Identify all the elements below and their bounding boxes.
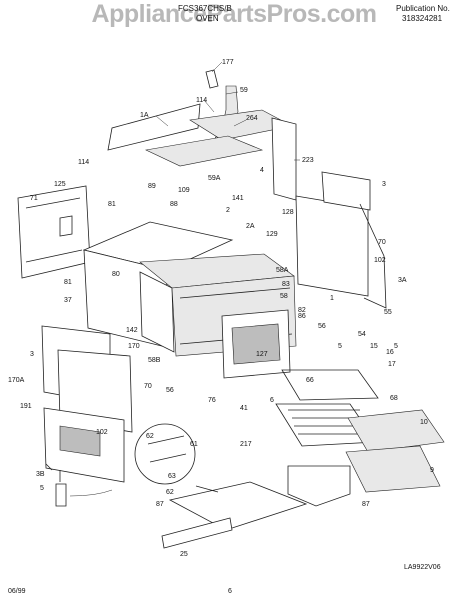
leveler-detail [45, 463, 113, 507]
callout-191: 191 [20, 403, 32, 410]
callout-55: 55 [384, 309, 392, 316]
callout-5-right: 5 [394, 343, 398, 350]
callout-5-mid: 5 [338, 343, 342, 350]
callout-128: 128 [282, 209, 294, 216]
callout-3B: 3B [36, 471, 45, 478]
callout-61: 61 [190, 441, 198, 448]
callout-9: 9 [430, 467, 434, 474]
callout-170A: 170A [8, 377, 25, 384]
callout-80: 80 [112, 271, 120, 278]
callout-89: 89 [148, 183, 156, 190]
top-panels [107, 103, 297, 201]
callout-86-upper: 86 [298, 313, 306, 320]
callout-114: 114 [196, 97, 207, 104]
callout-56-right: 56 [318, 323, 326, 330]
front-panels [41, 325, 133, 483]
footer-diagram-code: LA9922V06 [404, 564, 441, 571]
callout-58B: 58B [148, 357, 161, 364]
callout-15: 15 [370, 343, 378, 350]
callout-142: 142 [126, 327, 138, 334]
callout-41: 41 [240, 405, 248, 412]
publication-label: Publication No. [396, 4, 450, 13]
callout-59: 59 [240, 87, 248, 94]
callout-264: 264 [246, 115, 258, 122]
callout-223: 223 [302, 157, 314, 164]
callout-177: 177 [222, 59, 234, 66]
callout-170: 170 [128, 343, 140, 350]
callout-58: 58 [280, 293, 288, 300]
callout-16: 16 [386, 349, 394, 356]
callout-2: 2 [226, 207, 230, 214]
callout-129: 129 [266, 231, 278, 238]
callout-62: 62 [166, 489, 174, 496]
callout-109: 109 [178, 187, 190, 194]
oven-cavity [82, 221, 297, 379]
publication-number: 318324281 [402, 14, 443, 23]
callout-54: 54 [358, 331, 366, 338]
callout-37: 37 [64, 297, 72, 304]
watermark: AppliancePartsPros.com [91, 0, 377, 28]
callout-70-right: 70 [378, 239, 386, 246]
callout-125: 125 [54, 181, 66, 188]
callout-17: 17 [388, 361, 396, 368]
callout-127: 127 [256, 351, 268, 358]
callout-70-left: 70 [144, 383, 152, 390]
callout-2A: 2A [246, 223, 255, 230]
callout-56-left: 56 [166, 387, 174, 394]
callout-3-left: 3 [30, 351, 34, 358]
callout-81-lower: 81 [64, 279, 72, 286]
callout-71: 71 [30, 195, 38, 202]
callout-59A: 59A [208, 175, 221, 182]
callout-83: 83 [282, 281, 290, 288]
rear-panel [295, 171, 387, 309]
callout-10: 10 [420, 419, 428, 426]
callout-141: 141 [232, 195, 244, 202]
callout-63: 63 [168, 473, 176, 480]
callout-6: 6 [270, 397, 274, 404]
callout-217: 217 [240, 441, 252, 448]
callout-68: 68 [390, 395, 398, 402]
callout-102-left: 102 [96, 429, 108, 436]
oven-racks [275, 369, 445, 507]
footer-page: 6 [228, 588, 232, 595]
callout-1A: 1A [140, 112, 149, 119]
callout-62-inset: 62 [146, 433, 154, 440]
callout-25: 25 [180, 551, 188, 558]
left-side-panel [17, 185, 91, 279]
callout-5-leveler: 5 [40, 485, 44, 492]
callout-4: 4 [260, 167, 264, 174]
callout-82: 82 [298, 307, 306, 314]
callout-87-right: 87 [362, 501, 370, 508]
footer-date: 06/99 [8, 588, 26, 595]
inset-detail [134, 423, 219, 493]
model-number: FCS367CHS/B [178, 4, 232, 13]
callout-1: 1 [330, 295, 334, 302]
callout-3A: 3A [398, 277, 407, 284]
callout-88: 88 [170, 201, 178, 208]
section-title: OVEN [196, 14, 219, 23]
callout-81-upper: 81 [108, 201, 116, 208]
callout-3-right: 3 [382, 181, 386, 188]
bottom-panel [161, 481, 308, 549]
callout-58A: 58A [276, 267, 289, 274]
callout-87-left: 87 [156, 501, 164, 508]
callout-76: 76 [208, 397, 216, 404]
callout-114-left: 114 [78, 159, 89, 166]
callout-labels [155, 61, 300, 161]
callout-66: 66 [306, 377, 314, 384]
callout-102-right: 102 [374, 257, 386, 264]
